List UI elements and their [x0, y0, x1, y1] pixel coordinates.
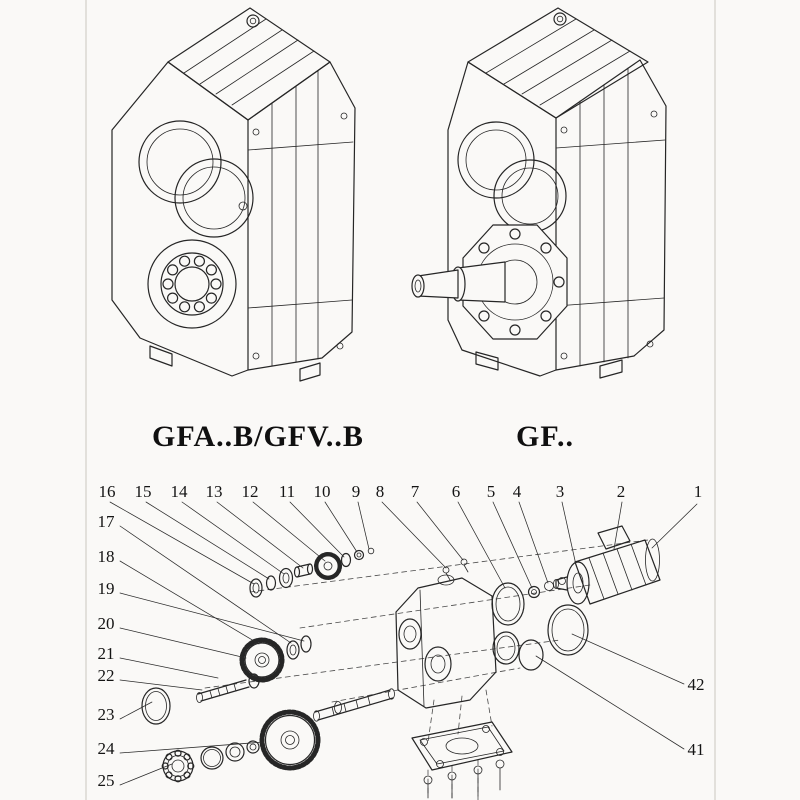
part-number-11: 11	[279, 482, 295, 501]
model-label-right: GF..	[516, 420, 574, 453]
gearbox-right-drawing	[411, 7, 667, 379]
exploded-intermediate-gear	[239, 635, 312, 683]
exploded-housing-bolts	[442, 558, 469, 581]
part-number-23: 23	[98, 705, 115, 724]
part-number-4: 4	[513, 482, 522, 501]
exploded-motor	[553, 525, 661, 605]
exploded-output-gear	[259, 709, 321, 771]
part-number-1: 1	[694, 482, 703, 501]
part-number-16: 16	[99, 482, 116, 501]
part-number-9: 9	[352, 482, 361, 501]
exploded-pinion-shaft	[313, 688, 395, 722]
part-number-3: 3	[556, 482, 565, 501]
part-number-18: 18	[98, 547, 115, 566]
part-number-41: 41	[688, 740, 705, 759]
part-number-25: 25	[98, 771, 115, 790]
exploded-housing	[395, 574, 497, 709]
exploded-spline-shaft	[196, 673, 260, 703]
callout-leader-lines	[109, 501, 698, 786]
part-number-17: 17	[98, 512, 116, 531]
part-number-42: 42	[688, 675, 705, 694]
part-number-5: 5	[487, 482, 496, 501]
part-number-22: 22	[98, 666, 115, 685]
bearing-balls	[162, 255, 222, 313]
exploded-bearing-group	[161, 740, 260, 783]
part-number-2: 2	[617, 482, 626, 501]
part-number-10: 10	[314, 482, 331, 501]
assembly-axis-lines	[204, 539, 649, 800]
exploded-oil-seal	[141, 687, 171, 725]
exploded-retaining-rings	[492, 604, 589, 671]
part-number-6: 6	[452, 482, 461, 501]
part-number-19: 19	[98, 579, 115, 598]
part-number-7: 7	[411, 482, 420, 501]
part-number-20: 20	[98, 614, 115, 633]
part-number-8: 8	[376, 482, 385, 501]
exploded-cover-plate	[411, 721, 513, 799]
part-number-24: 24	[98, 739, 116, 758]
gearbox-left-drawing	[111, 7, 356, 382]
model-label-left: GFA..B/GFV..B	[152, 420, 364, 453]
part-number-21: 21	[98, 644, 115, 663]
exploded-view	[109, 501, 698, 800]
part-number-15: 15	[135, 482, 152, 501]
exploded-cover-ring-parts	[491, 577, 566, 626]
exploded-input-shaft-parts	[249, 547, 375, 598]
part-number-12: 12	[242, 482, 259, 501]
part-number-13: 13	[206, 482, 223, 501]
part-number-14: 14	[171, 482, 189, 501]
callout-numbers: 16 15 14 13 12 11 10 9 8 7 6 5 4 3 2 1 1…	[98, 482, 705, 790]
page-edges	[85, 0, 716, 800]
